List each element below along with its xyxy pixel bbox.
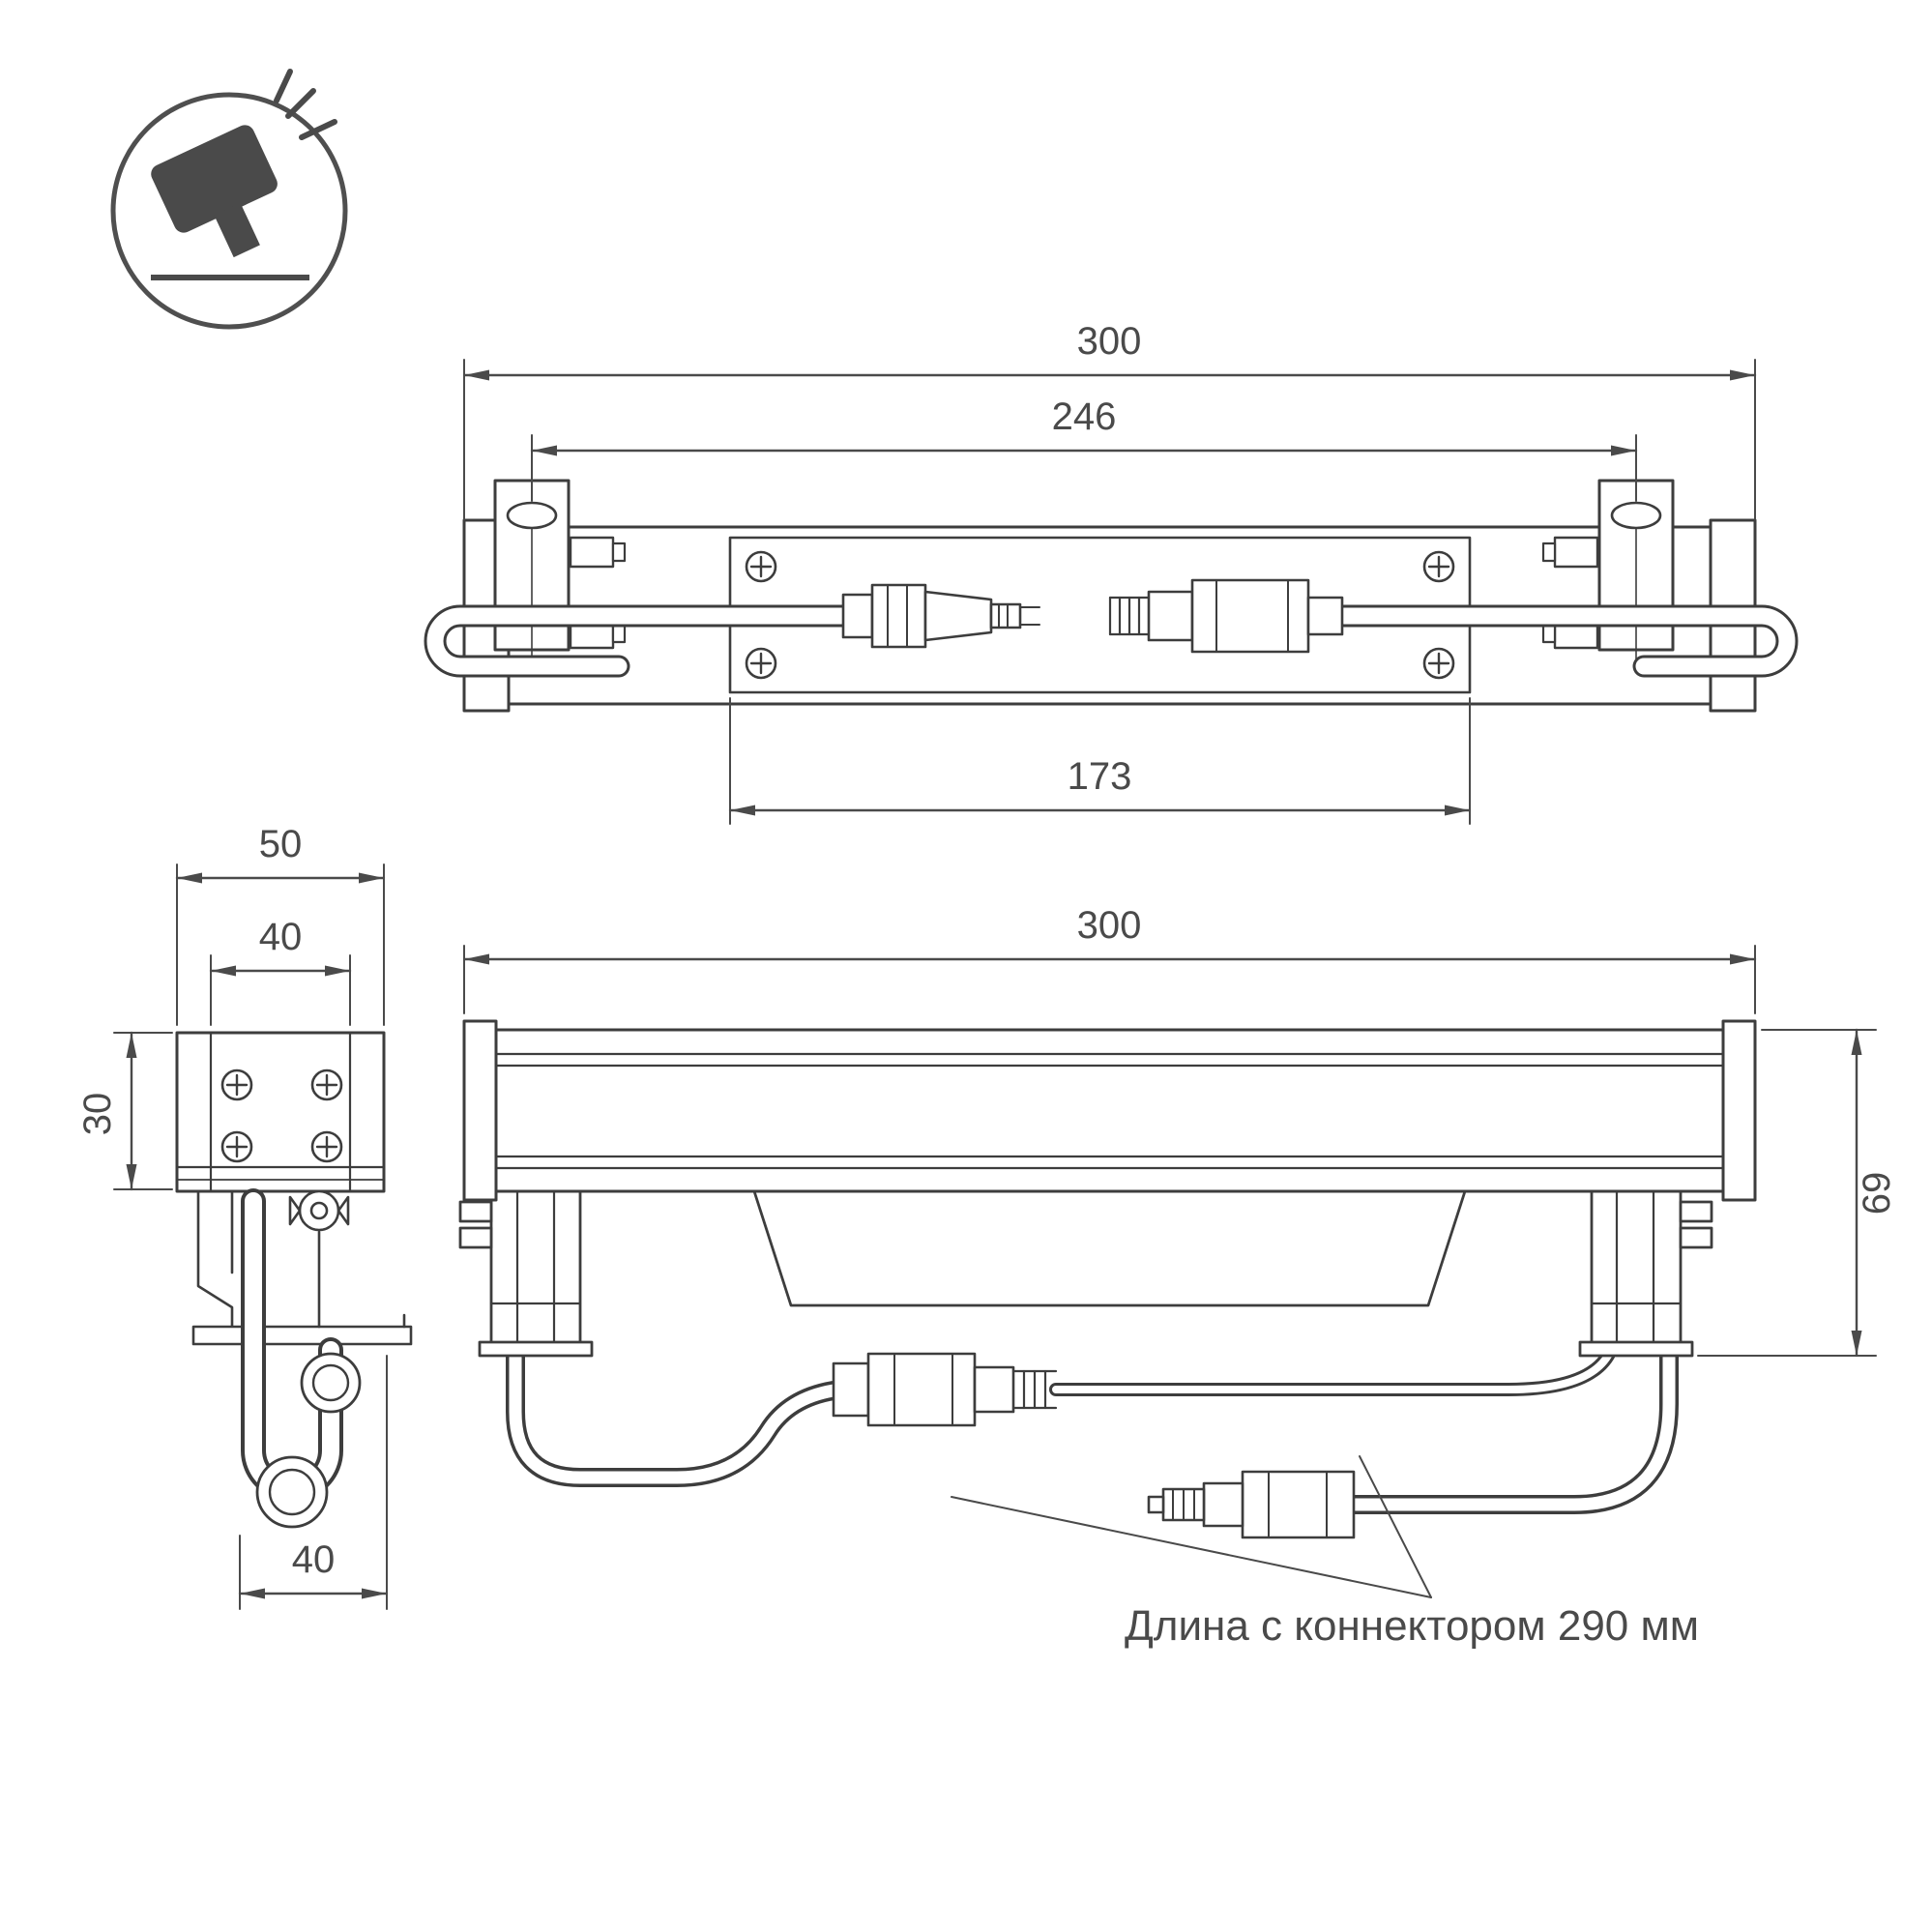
dim-label-50: 50 — [259, 823, 303, 865]
top-dim-overall: 300 — [462, 320, 1757, 520]
side-dim-foot: 40 — [238, 1355, 389, 1610]
top-connector-female — [1108, 578, 1344, 654]
dim-label-246: 246 — [1052, 395, 1117, 438]
front-dim-height: 69 — [1697, 1028, 1898, 1358]
top-view: 300 246 173 — [424, 320, 1799, 825]
front-bracket-right — [1578, 1189, 1713, 1358]
front-cable-left — [506, 1332, 1618, 1487]
screw-icon — [745, 550, 777, 583]
side-view: 50 40 30 40 — [76, 823, 413, 1610]
side-bracket — [191, 1189, 413, 1346]
front-endcap-right — [1721, 1019, 1757, 1202]
side-dim-height: 30 — [76, 1031, 173, 1191]
top-dim-bracket-span: 246 — [530, 395, 1638, 502]
front-connector-free — [1147, 1470, 1356, 1539]
front-body — [462, 1028, 1757, 1193]
screw-icon — [1422, 550, 1455, 583]
note-leader-lines — [951, 1455, 1432, 1598]
screw-icon — [310, 1130, 343, 1163]
dim-label-front-300: 300 — [1077, 904, 1142, 947]
light-rays-icon — [274, 69, 337, 140]
top-connector-male — [841, 583, 1040, 649]
top-cable-left — [424, 604, 858, 678]
front-endcap-left — [462, 1019, 498, 1202]
front-view: 300 69 — [458, 904, 1898, 1598]
side-cable-loop — [241, 1188, 362, 1529]
dim-label-30: 30 — [76, 1093, 119, 1136]
screw-icon — [220, 1130, 253, 1163]
dim-label-40-bottom: 40 — [292, 1538, 336, 1581]
front-bracket-left — [458, 1189, 594, 1358]
screw-icon — [745, 647, 777, 680]
front-connector-inline — [832, 1352, 1058, 1427]
screw-icon — [310, 1068, 343, 1101]
dim-label-40-top: 40 — [259, 916, 303, 958]
dim-label-173: 173 — [1068, 755, 1132, 798]
screw-icon — [220, 1068, 253, 1101]
front-dim-overall: 300 — [462, 904, 1757, 1014]
dim-label-69: 69 — [1856, 1172, 1898, 1215]
front-cable-right — [1342, 1332, 1679, 1514]
top-dim-plate: 173 — [728, 697, 1472, 825]
screw-icon — [1422, 647, 1455, 680]
front-driver-box — [752, 1189, 1467, 1307]
dim-label-top-300: 300 — [1077, 320, 1142, 363]
top-cable-right — [1332, 604, 1799, 678]
connector-length-note: Длина с коннектором 290 мм — [1125, 1602, 1699, 1650]
side-dim-outer: 50 — [175, 823, 386, 1026]
floodlight-icon — [110, 69, 348, 330]
side-dim-inner: 40 — [209, 916, 352, 1026]
